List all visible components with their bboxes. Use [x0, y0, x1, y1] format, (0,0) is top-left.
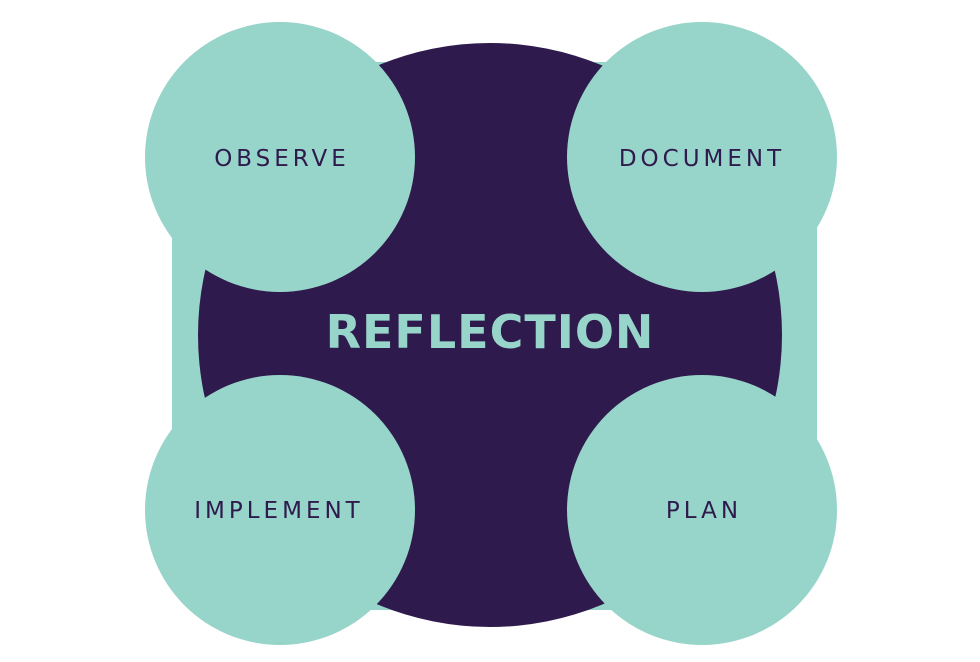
observe-circle [145, 22, 415, 292]
document-label: DOCUMENT [619, 146, 785, 172]
center-label: REFLECTION [326, 305, 655, 359]
document-circle [567, 22, 837, 292]
implement-label: IMPLEMENT [194, 498, 363, 524]
plan-label: PLAN [666, 498, 742, 524]
observe-label: OBSERVE [214, 146, 350, 172]
plan-circle [567, 375, 837, 645]
implement-circle [145, 375, 415, 645]
